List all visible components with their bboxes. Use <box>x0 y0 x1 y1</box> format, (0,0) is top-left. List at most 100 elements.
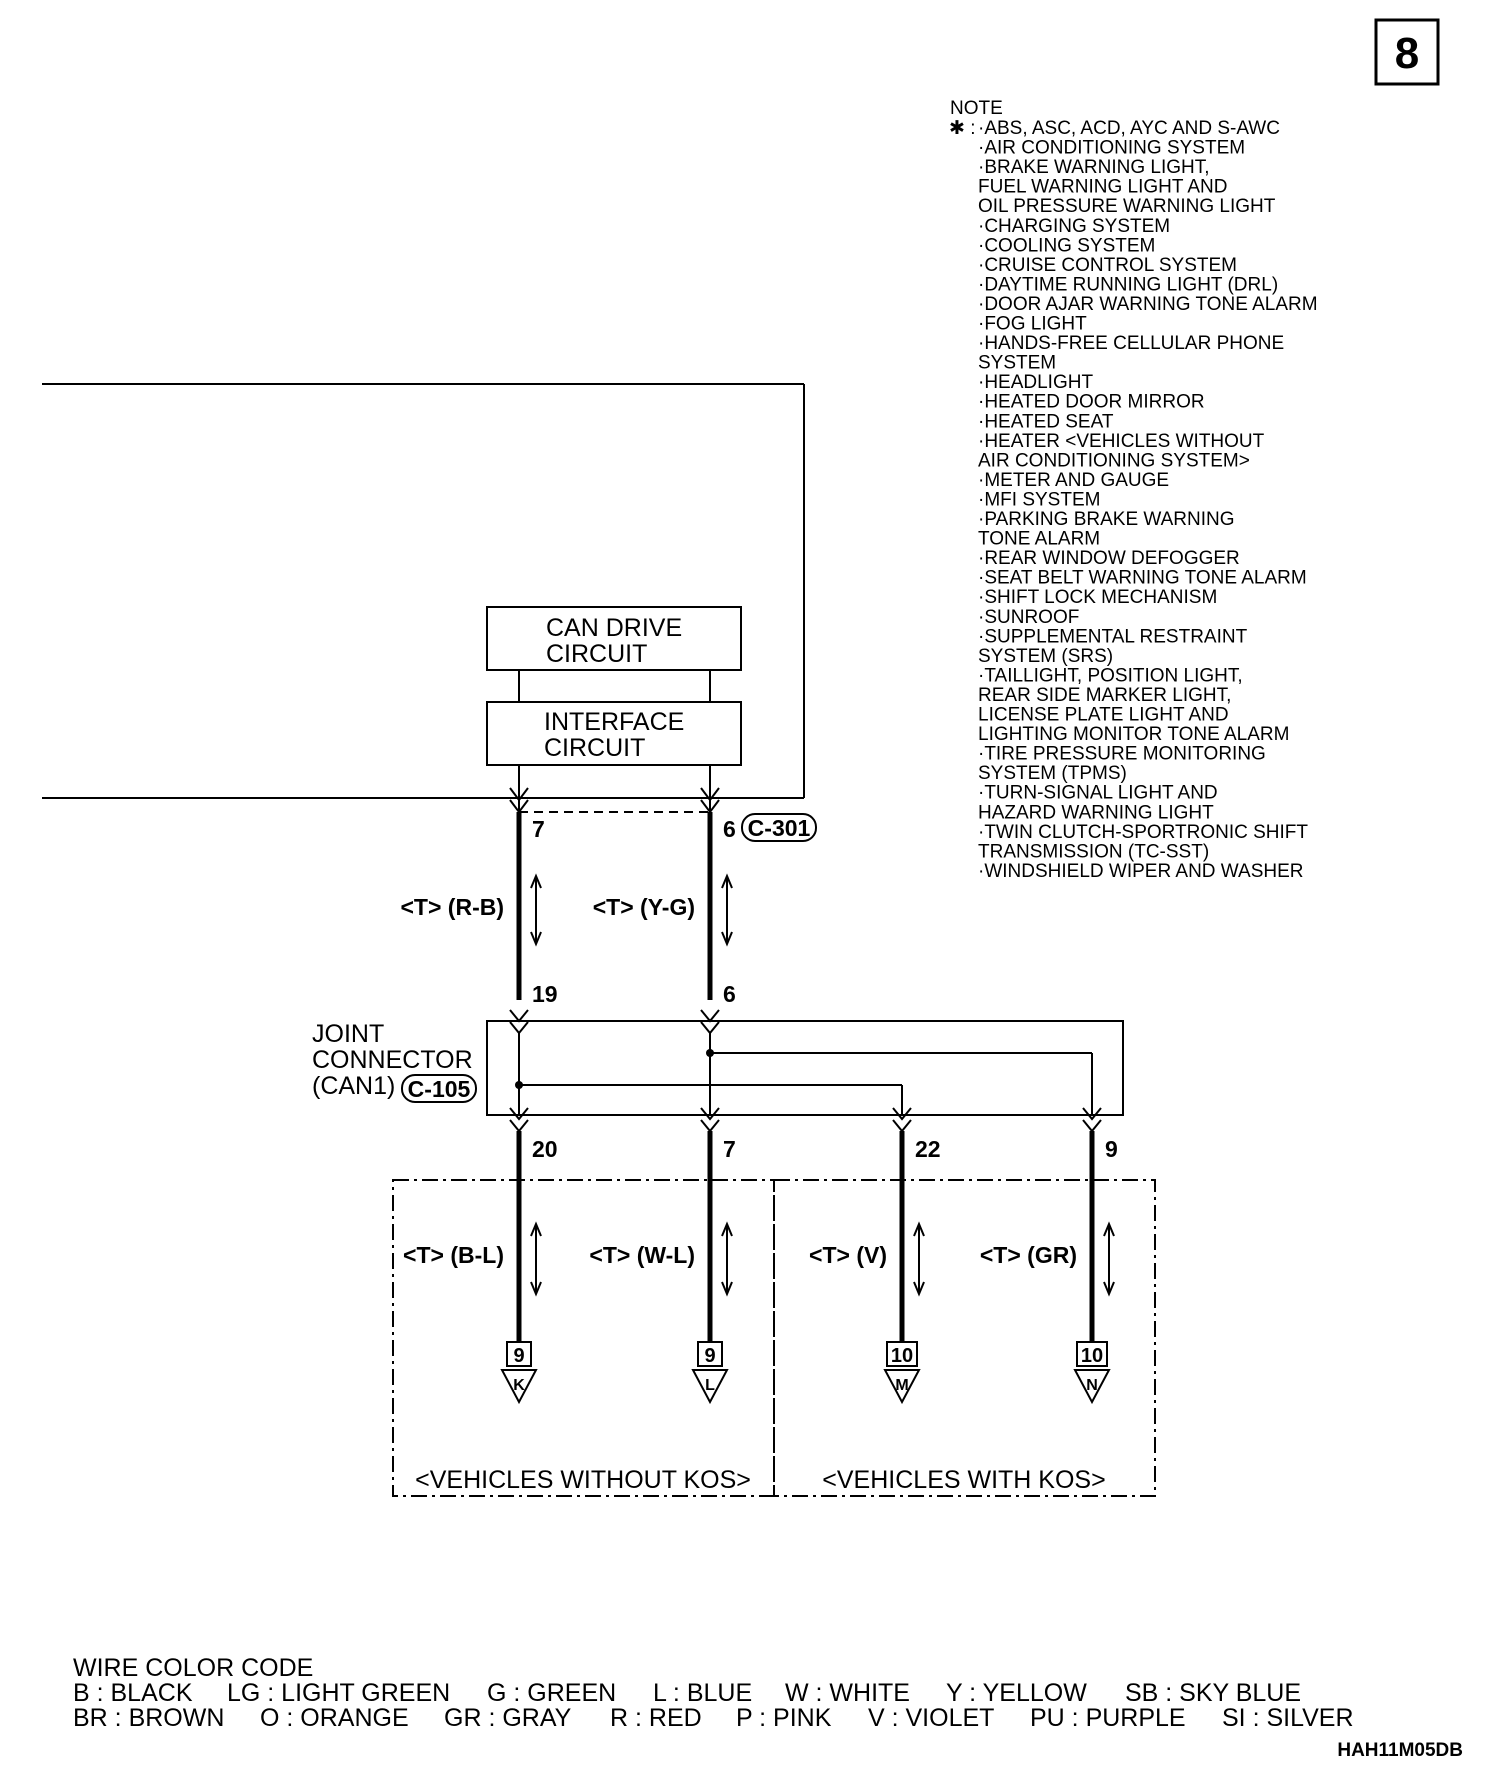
lower-wire-4-letter: N <box>1086 1377 1098 1394</box>
interface-line2: CIRCUIT <box>544 734 645 762</box>
page-number-badge: 8 <box>1374 18 1440 86</box>
note-item: ·TWIN CLUTCH-SPORTRONIC SHIFT <box>978 822 1308 843</box>
c105-label: C-105 <box>408 1076 471 1102</box>
note-marker: ✱ : <box>949 118 975 139</box>
lower-wire-1: <T> (B-L) 9 K <box>403 1131 538 1405</box>
note-item: ·AIR CONDITIONING SYSTEM <box>978 138 1245 159</box>
c301-pin-right: 6 <box>723 816 736 842</box>
note-item: HAZARD WARNING LIGHT <box>978 802 1214 823</box>
joint-label-line2: CONNECTOR <box>312 1046 473 1074</box>
note-list: ·ABS, ASC, ACD, AYC AND S-AWC·AIR CONDIT… <box>978 118 1318 882</box>
joint-label-line3: (CAN1) <box>312 1072 395 1100</box>
can-drive-line1: CAN DRIVE <box>546 614 682 642</box>
legend-entry: PU : PURPLE <box>1030 1704 1186 1732</box>
note-item: ·TIRE PRESSURE MONITORING <box>978 744 1266 765</box>
note-item: ·MFI SYSTEM <box>978 489 1100 510</box>
upper-wire-left: <T> (R-B) <box>401 812 522 1000</box>
lower-wire-1-label: <T> (B-L) <box>403 1242 504 1268</box>
lower-wire-3-label: <T> (V) <box>809 1242 887 1268</box>
note-item: ·CHARGING SYSTEM <box>978 216 1170 237</box>
legend-entry: O : ORANGE <box>260 1704 409 1732</box>
note-item: ·COOLING SYSTEM <box>978 235 1155 256</box>
note-item: ·SHIFT LOCK MECHANISM <box>978 587 1217 608</box>
note-item: AIR CONDITIONING SYSTEM> <box>978 450 1250 471</box>
note-item: ·BRAKE WARNING LIGHT, <box>978 157 1210 178</box>
lower-wire-1-sheet: 9 <box>513 1345 524 1367</box>
note-item: REAR SIDE MARKER LIGHT, <box>978 685 1231 706</box>
joint-connector-c105: JOINT CONNECTOR (CAN1) C-105 19 6 20 7 2 <box>312 981 1124 1162</box>
can-drive-circuit-block: CAN DRIVE CIRCUIT <box>486 606 742 671</box>
figure-code: HAH11M05DB <box>1337 1740 1463 1761</box>
group-without-kos-label: <VEHICLES WITHOUT KOS> <box>415 1466 751 1494</box>
legend-entry: L : BLUE <box>653 1679 752 1707</box>
group-vehicles-with-kos: <VEHICLES WITH KOS> <box>773 1179 1156 1497</box>
note-item: ·WINDSHIELD WIPER AND WASHER <box>978 861 1304 882</box>
legend-entry: GR : GRAY <box>444 1704 572 1732</box>
note-item: ·HEATED DOOR MIRROR <box>978 392 1205 413</box>
lower-wire-3-sheet: 10 <box>891 1345 913 1367</box>
note-item: SYSTEM (TPMS) <box>978 763 1127 784</box>
lower-wire-2-sheet: 9 <box>704 1345 715 1367</box>
bidirectional-arrow-icon <box>721 873 733 947</box>
legend-entry: BR : BROWN <box>73 1704 224 1732</box>
legend-entry: R : RED <box>610 1704 702 1732</box>
note-item: LIGHTING MONITOR TONE ALARM <box>978 724 1289 745</box>
upper-wire-right: <T> (Y-G) <box>593 812 713 1000</box>
bidirectional-arrow-icon <box>721 1221 733 1297</box>
legend-entry: LG : LIGHT GREEN <box>227 1679 450 1707</box>
legend-title: WIRE COLOR CODE <box>73 1654 313 1682</box>
lower-wire-4: <T> (GR) 10 N <box>980 1131 1111 1405</box>
lower-wire-3: <T> (V) 10 M <box>809 1131 921 1405</box>
interface-line1: INTERFACE <box>544 708 684 736</box>
note-item: TONE ALARM <box>978 529 1100 550</box>
group-vehicles-without-kos: <VEHICLES WITHOUT KOS> <box>392 1179 775 1497</box>
bidirectional-arrow-icon <box>913 1221 925 1297</box>
upper-wire-right-label: <T> (Y-G) <box>593 894 695 920</box>
joint-pin-out-7: 7 <box>723 1136 736 1162</box>
note-item: ·METER AND GAUGE <box>978 470 1169 491</box>
bidirectional-arrow-icon <box>530 1221 542 1297</box>
note-item: OIL PRESSURE WARNING LIGHT <box>978 196 1276 217</box>
note-item: ·HEATER <VEHICLES WITHOUT <box>978 431 1265 452</box>
joint-pin-in-19: 19 <box>532 981 558 1007</box>
lower-wire-4-sheet: 10 <box>1081 1345 1103 1367</box>
upper-wire-left-label: <T> (R-B) <box>401 894 505 920</box>
note-item: ·HEATED SEAT <box>978 411 1114 432</box>
legend-entry: W : WHITE <box>785 1679 910 1707</box>
can-drive-line2: CIRCUIT <box>546 640 647 668</box>
note-item: ·FOG LIGHT <box>978 314 1087 335</box>
note-item: ·ABS, ASC, ACD, AYC AND S-AWC <box>978 118 1280 139</box>
legend-entry: P : PINK <box>736 1704 832 1732</box>
lower-wire-3-letter: M <box>895 1377 908 1394</box>
joint-pin-out-22: 22 <box>915 1136 941 1162</box>
legend-entry: G : GREEN <box>487 1679 616 1707</box>
note-item: ·REAR WINDOW DEFOGGER <box>978 548 1240 569</box>
note-item: ·SUPPLEMENTAL RESTRAINT <box>978 626 1248 647</box>
joint-pin-in-6: 6 <box>723 981 736 1007</box>
legend-entry: SB : SKY BLUE <box>1125 1679 1301 1707</box>
note-item: ·TURN-SIGNAL LIGHT AND <box>978 783 1218 804</box>
group-with-kos-label: <VEHICLES WITH KOS> <box>822 1466 1105 1494</box>
note-item: ·PARKING BRAKE WARNING <box>978 509 1235 530</box>
legend-entry: Y : YELLOW <box>946 1679 1087 1707</box>
note-item: FUEL WARNING LIGHT AND <box>978 177 1228 198</box>
note-item: LICENSE PLATE LIGHT AND <box>978 705 1229 726</box>
connector-c301: 7 6 C-301 <box>519 811 817 842</box>
c301-pin-left: 7 <box>532 816 545 842</box>
note-item: ·CRUISE CONTROL SYSTEM <box>978 255 1237 276</box>
note-item: ·DOOR AJAR WARNING TONE ALARM <box>978 294 1318 315</box>
joint-label-line1: JOINT <box>312 1020 384 1048</box>
lower-wire-4-label: <T> (GR) <box>980 1242 1077 1268</box>
joint-pin-out-20: 20 <box>532 1136 558 1162</box>
note-item: ·HANDS-FREE CELLULAR PHONE <box>978 333 1284 354</box>
legend-row-2: BR : BROWN O : ORANGE GR : GRAY R : RED P : … <box>73 1704 1354 1732</box>
note-block: NOTE ✱ : ·ABS, ASC, ACD, AYC AND S-AWC·A… <box>949 98 1318 882</box>
bidirectional-arrow-icon <box>530 873 542 947</box>
note-item: ·SUNROOF <box>978 607 1079 628</box>
interface-circuit-block: INTERFACE CIRCUIT <box>486 701 742 766</box>
lower-wire-2: <T> (W-L) 9 L <box>589 1131 729 1405</box>
bidirectional-arrow-icon <box>1103 1221 1115 1297</box>
